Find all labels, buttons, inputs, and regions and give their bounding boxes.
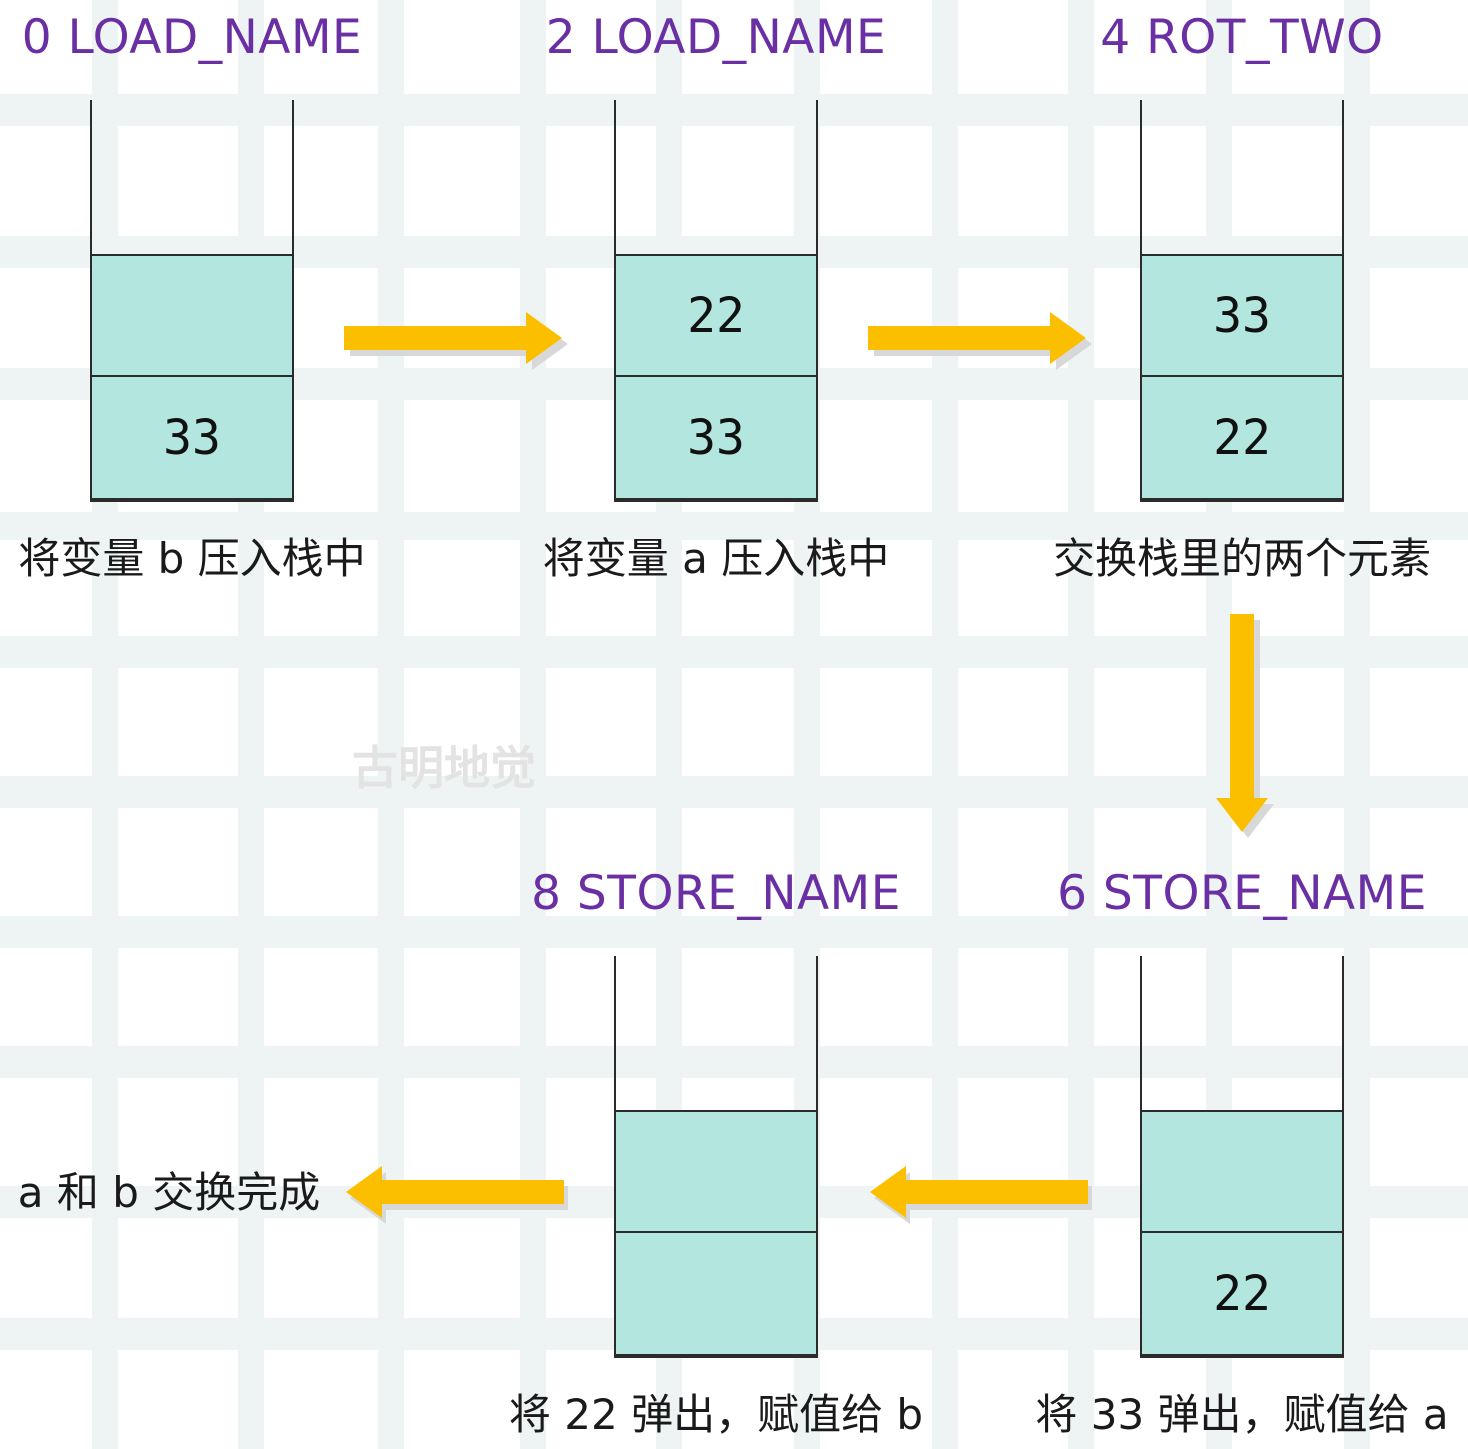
stack-slot-top: 22 (614, 254, 818, 377)
arrow-right-icon (344, 312, 568, 370)
stack-slot-top: 33 (1140, 254, 1344, 377)
arrow-left-icon (870, 1166, 1092, 1224)
stack-slot-bottom (614, 1233, 818, 1356)
arrow-left-icon (346, 1166, 568, 1224)
stack-slot-bottom: 33 (614, 377, 818, 500)
stack-slot-top (90, 254, 294, 377)
stack-step-8 (614, 956, 818, 1358)
step-0-caption: 将变量 b 压入栈中 (18, 534, 366, 583)
step-6-caption: 将 33 弹出，赋值给 a (1035, 1390, 1449, 1439)
stack-slot-bottom: 22 (1140, 377, 1344, 500)
step-4-title: 4 ROT_TWO (1100, 10, 1384, 65)
arrow-down-icon (1216, 614, 1274, 838)
step-8-title: 8 STORE_NAME (531, 866, 901, 921)
stack-slot-bottom: 33 (90, 377, 294, 500)
stack-slot-bottom: 22 (1140, 1233, 1344, 1356)
stack-step-4: 33 22 (1140, 100, 1344, 502)
arrow-right-icon (868, 312, 1092, 370)
step-0-title: 0 LOAD_NAME (21, 10, 363, 65)
step-2-title: 2 LOAD_NAME (545, 10, 887, 65)
stack-slot-top (614, 1110, 818, 1233)
stack-step-6: 22 (1140, 956, 1344, 1358)
step-8-caption: 将 22 弹出，赋值给 b (508, 1390, 924, 1439)
watermark: 古明地觉 (352, 741, 536, 795)
step-4-caption: 交换栈里的两个元素 (1052, 534, 1431, 583)
stack-step-0: 33 (90, 100, 294, 502)
stack-step-2: 22 33 (614, 100, 818, 502)
step-2-caption: 将变量 a 压入栈中 (542, 534, 890, 583)
step-6-title: 6 STORE_NAME (1057, 866, 1427, 921)
stack-slot-top (1140, 1110, 1344, 1233)
final-caption: a 和 b 交换完成 (17, 1168, 321, 1217)
